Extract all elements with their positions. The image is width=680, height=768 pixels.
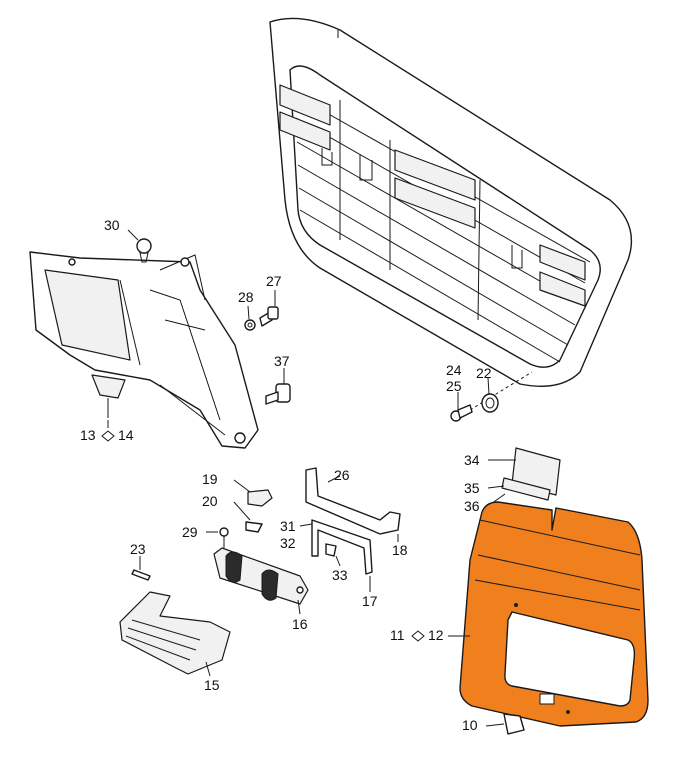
radiator-grille [269,17,633,411]
callout-27: 27 [266,273,282,289]
callout-diamond-13-14 [101,430,115,442]
callout-32: 32 [280,535,296,551]
grille-slats [294,94,591,363]
callout-diamond-11-12 [411,630,425,642]
bracket-part-31-32 [299,519,373,575]
pin-part-23 [131,556,151,581]
gasket-part-35 [487,477,551,501]
bracket-part-26 [305,467,401,535]
callout-33: 33 [332,567,348,583]
callout-36: 36 [464,498,480,514]
callout-16: 16 [292,616,308,632]
callout-18: 18 [392,542,408,558]
callout-14: 14 [118,427,134,443]
callout-labels: 30 27 28 37 13 14 24 25 22 34 35 36 19 2… [80,217,492,733]
hinge-part-16 [213,547,309,615]
callout-34: 34 [464,452,480,468]
callout-10: 10 [462,717,478,733]
side-panel-slot [539,693,555,705]
callout-29: 29 [182,524,198,540]
callout-24: 24 [446,362,462,378]
callout-13: 13 [80,427,96,443]
callout-23: 23 [130,541,146,557]
clip-part-20 [233,501,263,533]
screw-part-29 [206,527,229,548]
callout-19: 19 [202,471,218,487]
screw-part-24-25 [450,392,473,422]
clip-part-33 [325,543,341,567]
clip-part-10 [485,713,525,735]
callout-17: 17 [362,593,378,609]
nut-part-22 [481,377,499,413]
side-panel-window [504,611,636,707]
step-part-15 [119,591,231,677]
clip-part-30 [127,229,152,263]
callout-22: 22 [476,365,492,381]
callout-37: 37 [274,353,290,369]
headlamp-bracket-frame [29,251,259,449]
callout-25: 25 [446,378,462,394]
bolt-part-27 [259,290,279,327]
callout-20: 20 [202,493,218,509]
callout-26: 26 [334,467,350,483]
stud-part-37 [265,368,291,405]
callout-28: 28 [238,289,254,305]
callout-35: 35 [464,480,480,496]
callout-11: 11 [390,627,405,643]
callout-12: 12 [428,627,444,643]
callout-15: 15 [204,677,220,693]
side-panel-11-12 [448,501,649,727]
callout-31: 31 [280,518,296,534]
washer-part-28 [244,305,256,331]
bracket-part-19 [233,479,273,507]
callout-30: 30 [104,217,120,233]
